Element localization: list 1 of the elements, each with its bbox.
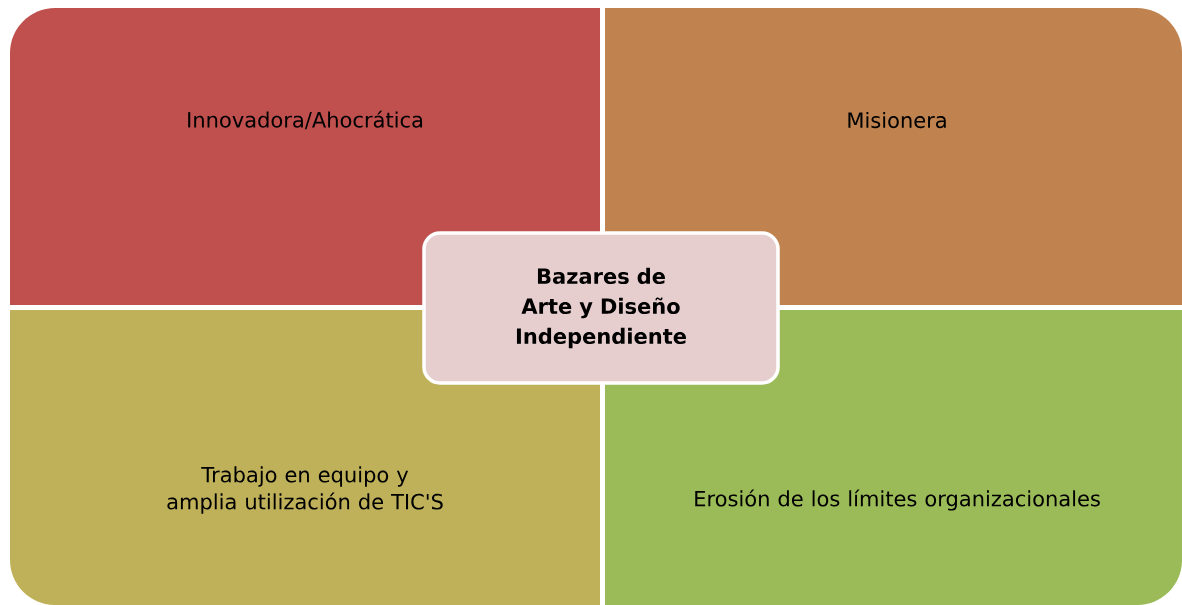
center-box: Bazares de Arte y Diseño Independiente bbox=[422, 231, 780, 385]
